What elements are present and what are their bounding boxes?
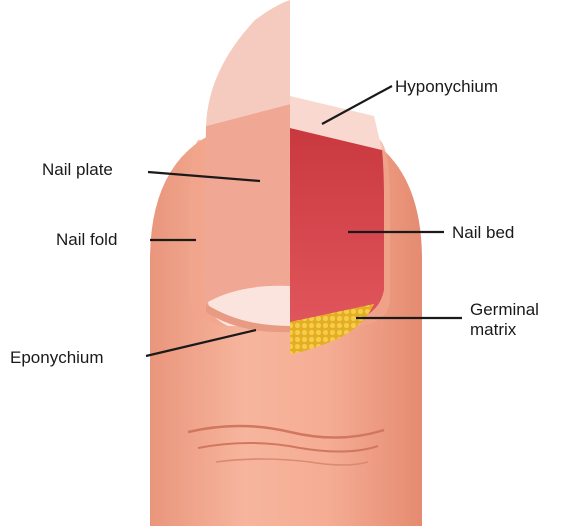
label-germinal-line2: matrix [470, 320, 539, 340]
label-nail-fold: Nail fold [56, 230, 117, 250]
nail-tip-shape [206, 0, 290, 126]
label-nail-bed: Nail bed [452, 223, 514, 243]
label-germinal-matrix: Germinal matrix [470, 300, 539, 340]
label-germinal-line1: Germinal [470, 300, 539, 320]
label-hyponychium: Hyponychium [395, 77, 498, 97]
nail-bed-shape [290, 128, 384, 322]
label-nail-plate: Nail plate [42, 160, 113, 180]
label-eponychium: Eponychium [10, 348, 104, 368]
